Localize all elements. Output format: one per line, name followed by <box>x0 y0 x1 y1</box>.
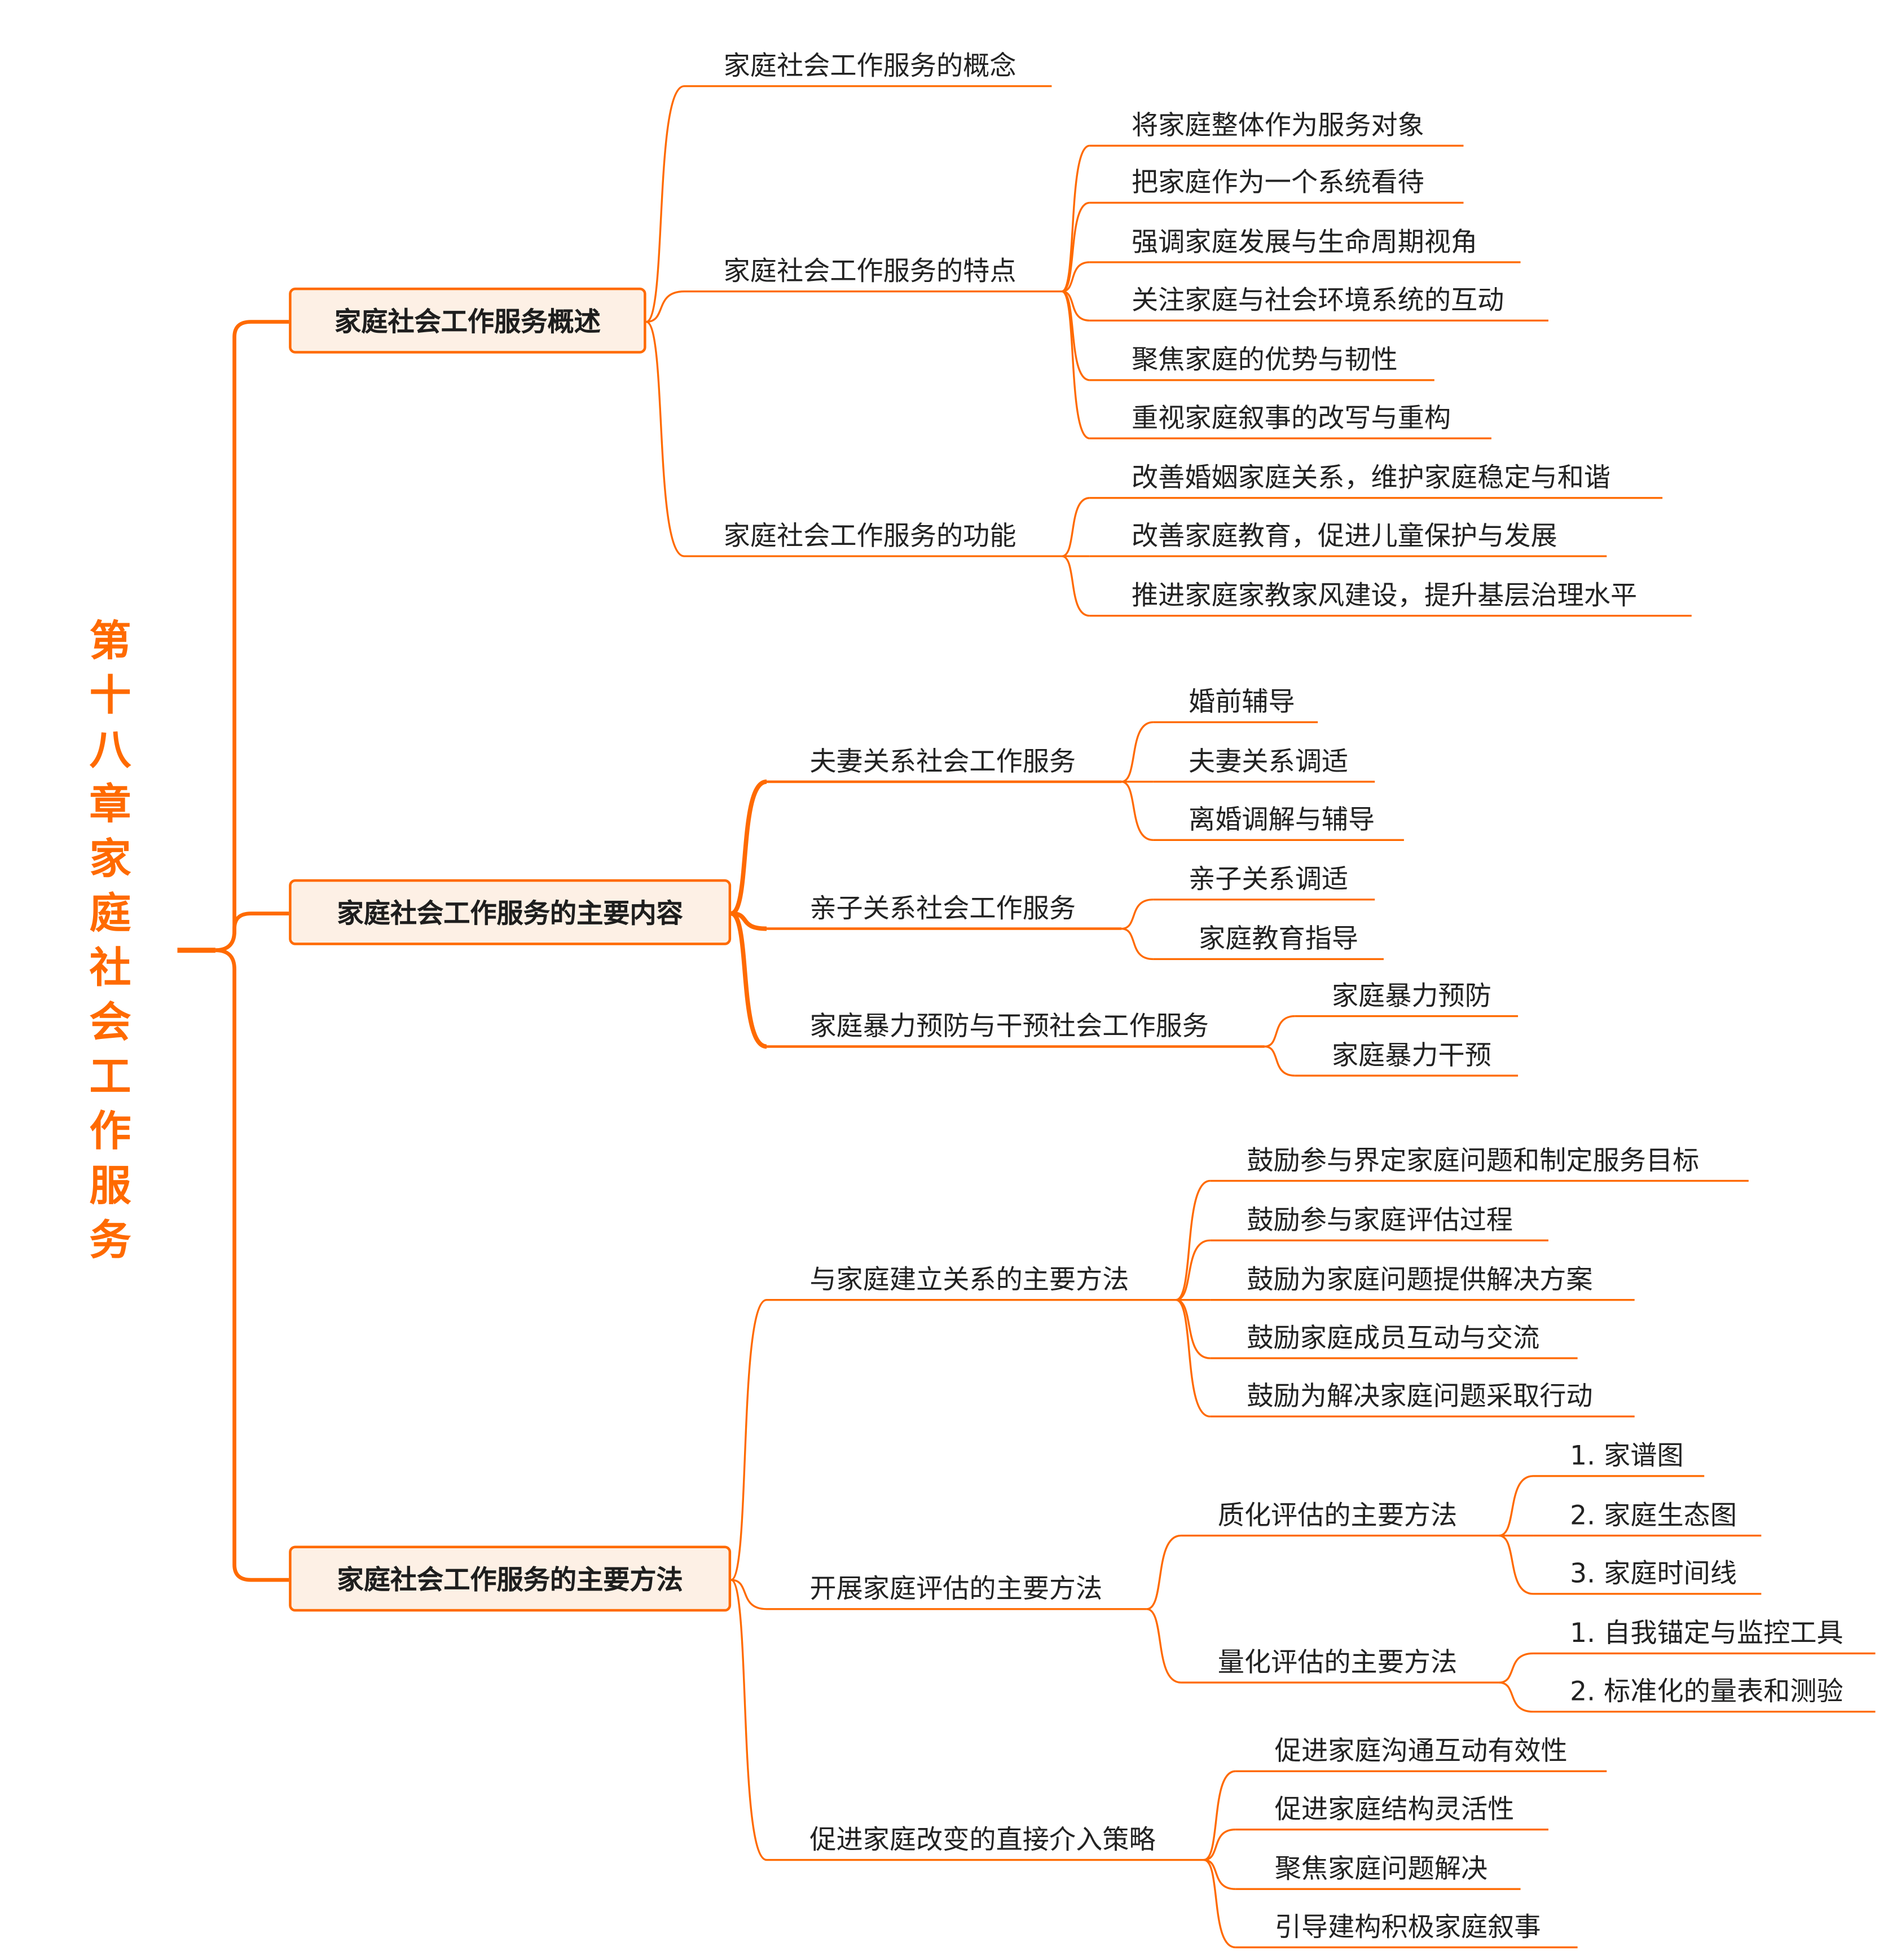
branch-connector <box>1264 1015 1295 1048</box>
topic-node[interactable]: 强调家庭发展与生命周期视角 <box>1131 227 1478 257</box>
topic-node[interactable]: 1. 自我锚定与监控工具 <box>1570 1618 1843 1649</box>
branch-connector <box>1061 290 1090 439</box>
topic-node[interactable]: 引导建构积极家庭叙事 <box>1274 1911 1541 1943</box>
topic-node[interactable]: 促进家庭结构灵活性 <box>1274 1794 1515 1825</box>
branch-connector <box>1499 1475 1534 1537</box>
branch-connector <box>1146 1608 1181 1684</box>
branch-connector <box>730 1299 767 1581</box>
branch-connector <box>645 320 685 557</box>
topic-node[interactable]: 关注家庭与社会环境系统的互动 <box>1131 285 1504 316</box>
branch-connector <box>1176 1239 1211 1301</box>
topic-node[interactable]: 重视家庭叙事的改写与重构 <box>1131 403 1451 434</box>
root-topic[interactable]: 第十八章家庭社会工作服务 <box>82 618 132 1272</box>
topic-node[interactable]: 将家庭整体作为服务对象 <box>1131 110 1424 141</box>
branch-connector <box>1203 1770 1236 1861</box>
branch-connector <box>1176 1299 1211 1418</box>
topic-node[interactable]: 改善婚姻家庭关系，维护家庭稳定与和谐 <box>1131 462 1611 493</box>
topic-node[interactable]: 家庭社会工作服务的特点 <box>723 256 1016 287</box>
topic-node[interactable]: 家庭社会工作服务的功能 <box>723 521 1016 552</box>
trunk-connector-0 <box>215 320 289 953</box>
branch-connector <box>730 1579 767 1610</box>
topic-node[interactable]: 开展家庭评估的主要方法 <box>809 1573 1103 1604</box>
branch-connector <box>1203 1858 1236 1949</box>
topic-node[interactable]: 质化评估的主要方法 <box>1217 1500 1458 1531</box>
branch-connector <box>1499 1652 1534 1684</box>
branch-connector <box>1062 261 1090 293</box>
branch-connector <box>646 290 685 323</box>
trunk-connector-2 <box>215 948 289 1582</box>
branch-connector <box>730 1579 767 1861</box>
topic-node[interactable]: 聚焦家庭问题解决 <box>1274 1853 1488 1884</box>
branch-connector <box>1121 927 1154 961</box>
topic-node[interactable]: 亲子关系社会工作服务 <box>809 893 1076 924</box>
branch-connector <box>1499 1681 1534 1713</box>
trunk-connector-1 <box>215 911 289 953</box>
topic-node[interactable]: 离婚调解与辅导 <box>1189 804 1375 835</box>
topic-node[interactable]: 把家庭作为一个系统看待 <box>1131 167 1424 198</box>
topic-node[interactable]: 家庭教育指导 <box>1198 923 1359 954</box>
topic-node[interactable]: 2. 家庭生态图 <box>1570 1500 1737 1531</box>
branch-connector <box>1203 1858 1236 1890</box>
topic-node[interactable]: 鼓励家庭成员互动与交流 <box>1247 1323 1540 1354</box>
branch-main-content[interactable]: 家庭社会工作服务的主要内容 <box>289 879 732 945</box>
branch-connector <box>1061 555 1090 617</box>
branch-connector <box>1203 1828 1236 1861</box>
branch-connector <box>1061 144 1090 293</box>
topic-node[interactable]: 推进家庭家教家风建设，提升基层治理水平 <box>1131 580 1638 611</box>
topic-node[interactable]: 鼓励参与界定家庭问题和制定服务目标 <box>1247 1145 1700 1176</box>
topic-node[interactable]: 促进家庭沟通互动有效性 <box>1274 1736 1568 1767</box>
branch-connector <box>1176 1179 1211 1301</box>
topic-node[interactable]: 夫妻关系社会工作服务 <box>809 746 1076 777</box>
branch-connector <box>1121 781 1154 841</box>
topic-node[interactable]: 聚焦家庭的优势与韧性 <box>1131 344 1398 375</box>
topic-node[interactable]: 鼓励参与家庭评估过程 <box>1247 1205 1513 1236</box>
topic-node[interactable]: 家庭暴力干预 <box>1331 1040 1491 1071</box>
topic-node[interactable]: 2. 标准化的量表和测验 <box>1570 1676 1843 1707</box>
branch-connector <box>645 85 685 323</box>
branch-connector <box>1121 898 1154 930</box>
branch-connector <box>1499 1534 1534 1595</box>
branch-connector <box>1264 1045 1295 1077</box>
topic-node[interactable]: 3. 家庭时间线 <box>1570 1558 1737 1589</box>
topic-node[interactable]: 鼓励为家庭问题提供解决方案 <box>1247 1264 1593 1295</box>
branch-connector <box>1062 290 1090 321</box>
branch-connector <box>730 779 767 916</box>
branch-connector <box>1121 721 1154 783</box>
branch-connector <box>1061 201 1090 293</box>
topic-node[interactable]: 1. 家谱图 <box>1570 1441 1684 1471</box>
topic-node[interactable]: 鼓励为解决家庭问题采取行动 <box>1247 1381 1593 1412</box>
branch-overview[interactable]: 家庭社会工作服务概述 <box>289 287 646 354</box>
branch-connector <box>1146 1534 1181 1610</box>
topic-node[interactable]: 改善家庭教育，促进儿童保护与发展 <box>1131 521 1557 552</box>
topic-node[interactable]: 亲子关系调适 <box>1189 864 1349 895</box>
topic-node[interactable]: 与家庭建立关系的主要方法 <box>809 1264 1129 1295</box>
branch-connector <box>730 911 767 1049</box>
topic-node[interactable]: 夫妻关系调适 <box>1189 746 1349 777</box>
topic-node[interactable]: 婚前辅导 <box>1189 686 1295 717</box>
branch-main-methods[interactable]: 家庭社会工作服务的主要方法 <box>289 1545 732 1612</box>
branch-connector <box>1061 290 1090 381</box>
topic-node[interactable]: 家庭社会工作服务的概念 <box>723 50 1016 81</box>
branch-connector <box>1062 497 1090 557</box>
topic-node[interactable]: 促进家庭改变的直接介入策略 <box>809 1824 1156 1855</box>
branch-connector <box>1176 1299 1211 1359</box>
topic-node[interactable]: 家庭暴力预防与干预社会工作服务 <box>809 1011 1209 1042</box>
topic-node[interactable]: 量化评估的主要方法 <box>1217 1647 1458 1678</box>
topic-node[interactable]: 家庭暴力预防 <box>1331 980 1491 1011</box>
